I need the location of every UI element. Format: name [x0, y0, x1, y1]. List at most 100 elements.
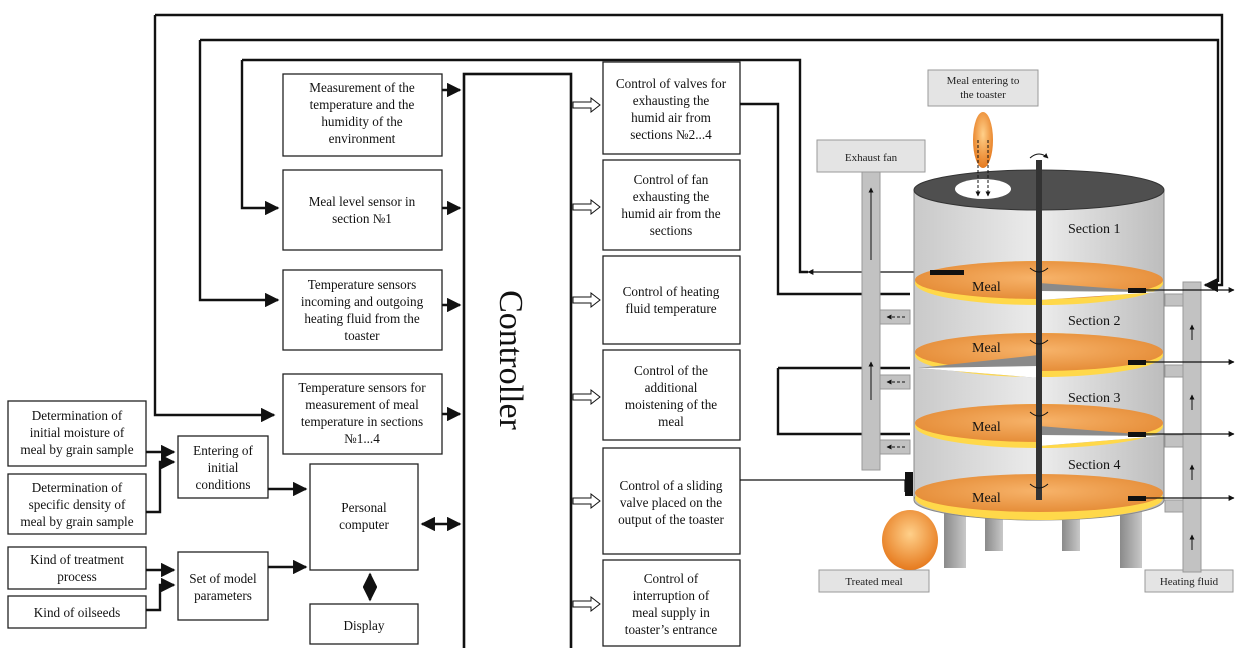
- label: Determination of: [32, 480, 123, 495]
- label-meal-entering: Meal entering to the toaster: [927, 69, 1039, 107]
- label: moistening of the: [625, 397, 717, 412]
- feedback-line-meal-temp: [153, 15, 276, 423]
- hollow-arrow-valves: [572, 96, 601, 114]
- label: incoming and outgoing: [301, 294, 424, 309]
- section-1-label: Section 1: [1068, 222, 1121, 237]
- label: meal by grain sample: [20, 442, 133, 457]
- label: sections №2...4: [630, 127, 712, 142]
- feedback-line-heating: [200, 38, 1220, 282]
- meal-label-3: Meal: [972, 420, 1001, 435]
- label: Control of fan: [634, 172, 709, 187]
- processing-model-parameters: Set of model parameters: [177, 551, 269, 621]
- display-box: Display: [309, 603, 419, 645]
- sensor-meal-level: Meal level sensor in section №1: [282, 169, 443, 251]
- label: №1...4: [344, 431, 380, 446]
- meal-label-4: Meal: [972, 491, 1001, 506]
- output-valves: Control of valves for exhausting the hum…: [602, 61, 741, 155]
- output-supply-interruption: Control of interruption of meal supply i…: [602, 559, 741, 647]
- heating-fluid-duct: [1164, 281, 1202, 573]
- label: initial moisture of: [30, 425, 125, 440]
- label: Temperature sensors for: [298, 380, 426, 395]
- feedback-line-heating-fluid: [198, 40, 280, 308]
- label: meal by grain sample: [20, 514, 133, 529]
- label: Determination of: [32, 408, 123, 423]
- output-heating: Control of heating fluid temperature: [602, 255, 741, 345]
- central-shaft: [1029, 153, 1049, 500]
- label: fluid temperature: [625, 301, 716, 316]
- label: Heating fluid: [1160, 576, 1219, 588]
- treated-meal-blob: [882, 510, 938, 570]
- label: heating fluid from the: [304, 311, 420, 326]
- sensor-environment: Measurement of the temperature and the h…: [282, 73, 443, 157]
- hollow-arrow-moistening: [572, 388, 601, 406]
- hollow-arrow-sliding: [572, 492, 601, 510]
- label: computer: [339, 517, 389, 532]
- label: Set of model: [189, 571, 257, 586]
- arrow-oilseeds-params: [146, 577, 176, 612]
- meal-label-1: Meal: [972, 280, 1001, 295]
- input-initial-moisture: Determination of initial moisture of mea…: [7, 400, 147, 467]
- meal-label-2: Meal: [972, 341, 1001, 356]
- section-3-label: Section 3: [1068, 391, 1121, 406]
- label: sections: [650, 223, 693, 238]
- section-2-label: Section 2: [1068, 314, 1121, 329]
- processing-initial-conditions: Entering of initial conditions: [177, 435, 269, 499]
- label: Control of a sliding: [620, 478, 723, 493]
- meal-entering-stream: [973, 112, 993, 197]
- controller-box: Controller: [462, 72, 573, 648]
- label: Meal entering to: [947, 75, 1020, 87]
- label: parameters: [194, 588, 252, 603]
- label: Meal level sensor in: [309, 194, 416, 209]
- label: toaster: [344, 328, 380, 343]
- feedback-line-level-arrow: [240, 60, 280, 216]
- label: exhausting the: [633, 93, 710, 108]
- label: output of the toaster: [618, 512, 724, 527]
- label: Control of heating: [623, 284, 720, 299]
- label: toaster’s entrance: [625, 622, 718, 637]
- label: meal supply in: [632, 605, 710, 620]
- feedback-line-top: [155, 13, 1224, 293]
- line-valves-sec2: [740, 102, 910, 296]
- label-heating-fluid: Heating fluid: [1144, 569, 1234, 593]
- label-treated-meal: Treated meal: [818, 569, 930, 593]
- input-specific-density: Determination of specific density of mea…: [7, 473, 147, 535]
- label: additional: [645, 380, 698, 395]
- hollow-arrow-supply: [572, 595, 601, 613]
- label: section №1: [332, 211, 392, 226]
- label: temperature and the: [310, 97, 415, 112]
- personal-computer-box: Personal computer: [309, 463, 419, 571]
- exhaust-duct: [861, 171, 911, 471]
- label: Kind of treatment: [30, 552, 124, 567]
- label: initial: [208, 460, 239, 475]
- label-exhaust-fan: Exhaust fan: [816, 139, 926, 173]
- label: Control of valves for: [616, 76, 727, 91]
- label: Kind of oilseeds: [34, 605, 120, 620]
- label: Measurement of the: [309, 80, 415, 95]
- label: temperature in sections: [301, 414, 423, 429]
- line-sliding-valve: [740, 479, 906, 492]
- label: interruption of: [633, 588, 710, 603]
- toaster-legs: [944, 510, 1142, 568]
- label: Exhaust fan: [845, 152, 898, 164]
- label: humid air from the: [621, 206, 720, 221]
- output-sliding-valve: Control of a sliding valve placed on the…: [602, 447, 741, 555]
- sensor-meal-temp: Temperature sensors for measurement of m…: [282, 373, 443, 455]
- label: humidity of the: [321, 114, 402, 129]
- output-fan: Control of fan exhausting the humid air …: [602, 159, 741, 251]
- label: valve placed on the: [620, 495, 722, 510]
- label: Temperature sensors: [308, 277, 417, 292]
- hollow-arrow-fan: [572, 198, 601, 216]
- label: Personal: [341, 500, 387, 515]
- label: Treated meal: [845, 576, 902, 588]
- label: environment: [329, 131, 396, 146]
- label: conditions: [196, 477, 251, 492]
- label: Display: [343, 618, 384, 633]
- sensor-probes: [905, 270, 1235, 501]
- label: Entering of: [193, 443, 253, 458]
- label: humid air from: [631, 110, 712, 125]
- feedback-line-level: [242, 58, 808, 274]
- label: the toaster: [960, 89, 1006, 101]
- label: Control of: [644, 571, 699, 586]
- input-treatment-process: Kind of treatment process: [7, 546, 147, 590]
